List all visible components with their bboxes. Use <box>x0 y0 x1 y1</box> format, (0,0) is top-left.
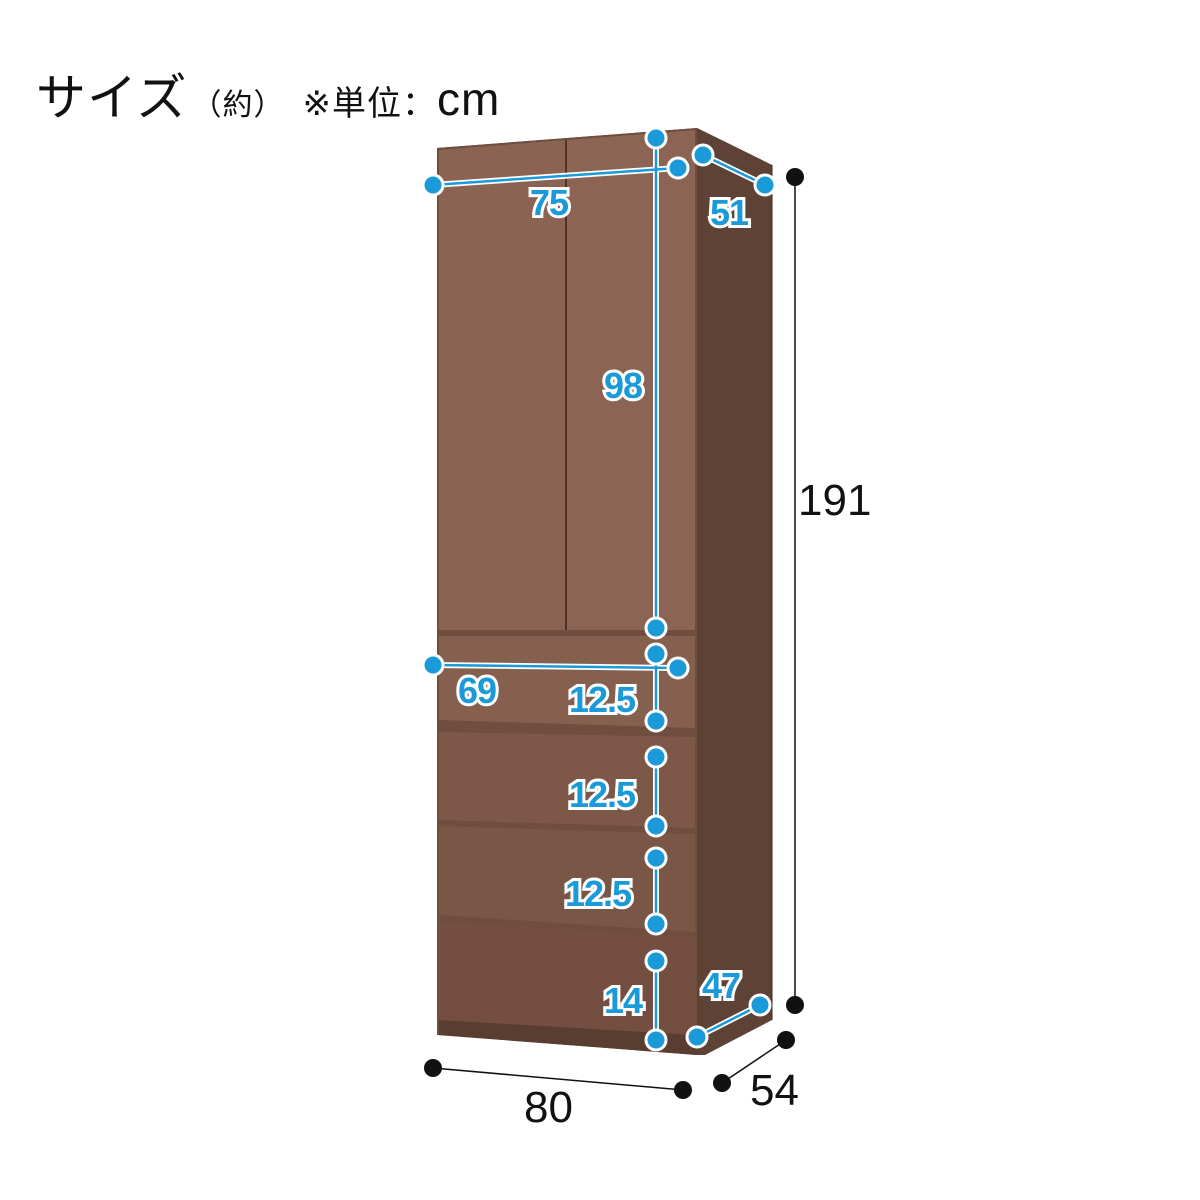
unit-value: cm <box>437 73 501 125</box>
drawer-depth-label: 47 <box>702 965 740 1006</box>
drawer-1 <box>439 636 695 728</box>
cabinet-side <box>697 128 772 1055</box>
size-heading: サイズ（約） ※単位：cm <box>36 58 500 130</box>
left-door <box>439 140 565 630</box>
inner-dim-endpoints <box>421 126 777 1052</box>
size-title: サイズ <box>36 69 188 127</box>
door-height-label: 98 <box>604 365 642 406</box>
door-depth-label: 51 <box>710 192 749 233</box>
outer-height-label: 191 <box>798 476 871 525</box>
outer-depth-label: 54 <box>750 1066 799 1115</box>
drawer2-height-label: 12.5 <box>569 774 636 815</box>
outer-dim-endpoints <box>424 168 804 1099</box>
drawer-width-label: 69 <box>458 670 496 711</box>
right-door <box>567 130 695 630</box>
drawer-2 <box>439 732 695 828</box>
unit-prefix: ※単位： <box>302 84 437 124</box>
outer-dim-lines <box>432 177 796 1091</box>
plinth <box>439 1020 697 1055</box>
approx-label: （約） <box>191 88 285 123</box>
drawer-4 <box>439 922 695 1035</box>
drawer4-height-label: 14 <box>604 980 643 1021</box>
unit-note: ※単位：cm <box>302 73 501 125</box>
outer-width-label: 80 <box>524 1083 573 1132</box>
drawer1-height-label: 12.5 <box>569 679 636 720</box>
drawer-3 <box>439 826 695 932</box>
drawer3-height-label: 12.5 <box>565 873 632 914</box>
cabinet <box>437 128 773 1055</box>
door-width-label: 75 <box>530 182 569 223</box>
